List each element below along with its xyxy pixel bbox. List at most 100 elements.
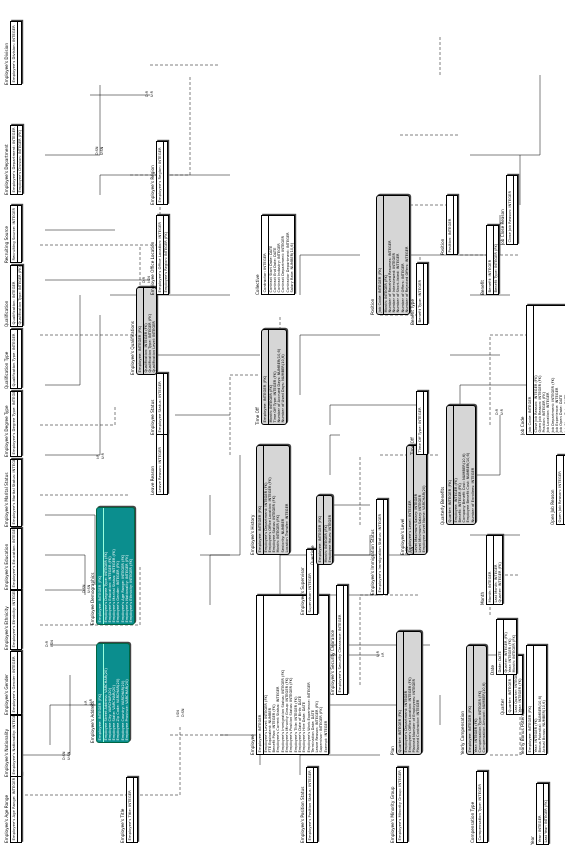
entity-box: Employee: INTEGER (FK)Qualification: INT… — [136, 287, 158, 375]
entity-box: Benefit Type: INTEGER — [416, 263, 428, 325]
entity-key: Employee: INTEGER (FK) — [262, 330, 269, 424]
entity-attribute: Number of Enrollees: INTEGER — [470, 467, 475, 523]
entity-key: Employee: INTEGER (FK) — [527, 646, 534, 754]
cardinality-label: I:SN — [176, 710, 180, 717]
entity-attribute: Last Year: INTEGER (FK) — [543, 799, 548, 843]
entity-attribute: Actual Bonus: NUMBER(10,6) — [542, 700, 547, 753]
entity-key: Employee's Nationality: INTEGER — [11, 715, 18, 776]
cardinality-label: U:R — [500, 409, 504, 415]
entity-box: Quarter: INTEGER (FK)Employee's Departme… — [396, 631, 422, 755]
relationship-line-dashed — [490, 695, 521, 756]
entity-key: Employee's Department: INTEGER — [11, 126, 18, 194]
entity-box: Employee's Security Clearance: INTEGER — [336, 585, 348, 695]
cardinality-label: D:R — [45, 640, 49, 647]
entity-key: Job Code: INTEGER — [527, 306, 534, 434]
relationship-line — [299, 754, 380, 775]
entity-box: Employee: INTEGER (FK)Employee Street Ad… — [96, 643, 131, 743]
entity-key: Employee's Degree Type: INTEGER — [11, 391, 18, 456]
entity-attribute: Number of Used Days: NUMBER(10,6) — [281, 354, 286, 423]
relationship-line — [279, 554, 410, 595]
relationship-line — [45, 85, 101, 156]
entity-key: Employee's Education: INTEGER — [11, 528, 18, 589]
entity-key: Employee's Marital Status: INTEGER — [11, 459, 18, 526]
entity-box: Employee's Division: INTEGER — [10, 21, 22, 85]
entity-key: Contractor: INTEGER — [262, 216, 269, 294]
cardinality-label: U:SN — [410, 546, 414, 555]
entity-box: Qualification Type: INTEGER — [10, 329, 22, 389]
entity-box: Employee's Title: INTEGER — [126, 777, 138, 843]
entity-box: Employee: INTEGER (FK)Year: INTEGER (FK)… — [526, 645, 548, 755]
entity-box: Recruiting Source: INTEGER — [10, 205, 22, 263]
entity-box: Employee: INTEGER (FK)Year: INTEGER (FK)… — [466, 645, 488, 755]
relationship-line-dashed — [229, 374, 260, 455]
entity-box: Close Job Reason: INTEGER — [506, 175, 518, 245]
relationship-line-dashed — [130, 75, 191, 176]
relationship-line-dashed — [20, 725, 181, 796]
relationship-line — [45, 589, 86, 595]
entity-key: Employee's Position Status: INTEGER — [307, 768, 314, 842]
cardinality-label: D:SN — [405, 546, 409, 555]
entity-key: Employee's Minority Group: INTEGER — [397, 768, 404, 842]
relationship-line — [329, 404, 420, 425]
entity-box: Time Off Type: INTEGER — [416, 391, 428, 455]
entity-key: Employee's Age Range: INTEGER — [11, 774, 18, 842]
entity-key: Close Job Reason: INTEGER — [507, 176, 514, 244]
entity-attribute: Planned Contractor: INTEGER — [416, 699, 421, 753]
entity-box: Employee: INTEGER (FK)Employee's Departm… — [256, 445, 291, 555]
entity-attribute: Employee's Region: INTEGER (FK) — [163, 231, 168, 293]
relationship-line — [470, 75, 541, 156]
relationship-line — [49, 704, 95, 745]
entity-box: Employee's Nationality: INTEGER — [10, 715, 22, 777]
entity-attribute: Month: INTEGER (FK) — [512, 634, 517, 673]
entity-key: Employee's Security Clearance: INTEGER — [337, 586, 344, 694]
cardinality-label: U:R — [150, 91, 154, 97]
entity-key: Employee: INTEGER (FK) — [97, 508, 104, 624]
entity-key: Position: INTEGER — [447, 196, 454, 254]
cardinality-label: I:R — [84, 700, 88, 706]
entity-key: Employee's Immigration Status: INTEGER — [377, 500, 384, 594]
entity-key: Employee's Division: INTEGER — [11, 22, 18, 84]
entity-key: Employee's Region: INTEGER — [157, 142, 164, 204]
cardinality-label: D:SN — [181, 708, 185, 717]
entity-attribute: Employee Level Name: VARCHAR(20) — [422, 485, 427, 553]
entity-key: Quarter: INTEGER (FK) — [447, 406, 454, 524]
entity-box: Employee's Immigration Status: INTEGER — [376, 499, 388, 595]
cardinality-label: D:R — [495, 408, 499, 415]
entity-key: Employee: INTEGER (FK) — [317, 496, 324, 564]
entity-attribute: Qualification Level: INTEGER — [152, 321, 157, 373]
entity-box: Employee's Education: INTEGER — [10, 528, 22, 590]
entity-key: Employee Status: INTEGER — [157, 374, 164, 434]
cardinality-label: U:R — [89, 699, 93, 705]
entity-box: Employee's Region: INTEGER — [156, 141, 168, 205]
entity-attribute: Location Transfer: INTEGER — [285, 503, 290, 553]
relationship-line — [459, 384, 530, 405]
entity-key: Leave Reason: INTEGER — [157, 432, 164, 494]
entity-box: Open Job Reason: INTEGER — [556, 455, 565, 525]
cardinality-label: U:SN — [67, 751, 71, 760]
cardinality-label: U:R — [101, 453, 105, 459]
